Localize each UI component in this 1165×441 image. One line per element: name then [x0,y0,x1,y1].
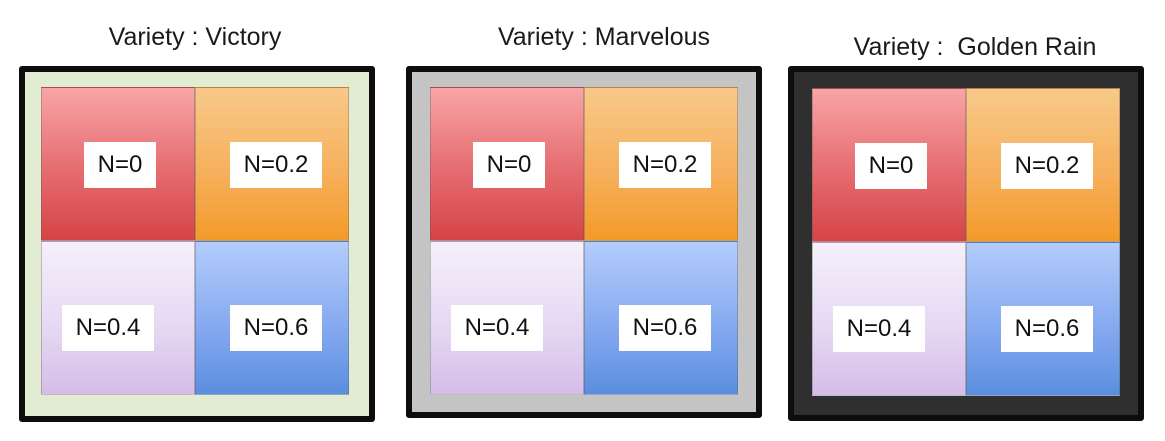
cell-label: N=0.4 [62,305,154,351]
panel-frame: N=0 N=0.2 N=0.4 N=0.6 [406,66,762,418]
cell-n0-6: N=0.6 [584,241,738,395]
cell-n0-6: N=0.6 [195,241,349,395]
cell-n0-4: N=0.4 [41,241,195,395]
cell-label: N=0.4 [451,305,543,351]
cell-n0: N=0 [812,88,966,242]
cell-n0-4: N=0.4 [812,242,966,396]
nitrogen-grid: N=0 N=0.2 N=0.4 N=0.6 [812,88,1120,396]
cell-n0-6: N=0.6 [966,242,1120,396]
panel-frame: N=0 N=0.2 N=0.4 N=0.6 [788,66,1144,421]
cell-label: N=0.4 [833,306,925,352]
panel-title: Variety : Golden Rain [853,33,1097,61]
cell-n0: N=0 [41,87,195,241]
cell-label: N=0.6 [230,305,322,351]
cell-label: N=0 [84,142,156,188]
cell-n0-4: N=0.4 [430,241,584,395]
cell-label: N=0.2 [230,142,322,188]
cell-n0-2: N=0.2 [584,87,738,241]
panel-frame: N=0 N=0.2 N=0.4 N=0.6 [19,66,375,422]
cell-n0: N=0 [430,87,584,241]
panel-title: Variety : Marvelous [497,23,711,51]
cell-n0-2: N=0.2 [966,88,1120,242]
panel-title: Variety : Victory [108,23,282,51]
cell-label: N=0 [473,142,545,188]
cell-n0-2: N=0.2 [195,87,349,241]
cell-label: N=0.6 [1001,306,1093,352]
cell-label: N=0 [855,143,927,189]
cell-label: N=0.2 [1001,143,1093,189]
nitrogen-grid: N=0 N=0.2 N=0.4 N=0.6 [430,87,738,395]
nitrogen-grid: N=0 N=0.2 N=0.4 N=0.6 [41,87,349,395]
cell-label: N=0.6 [619,305,711,351]
cell-label: N=0.2 [619,142,711,188]
